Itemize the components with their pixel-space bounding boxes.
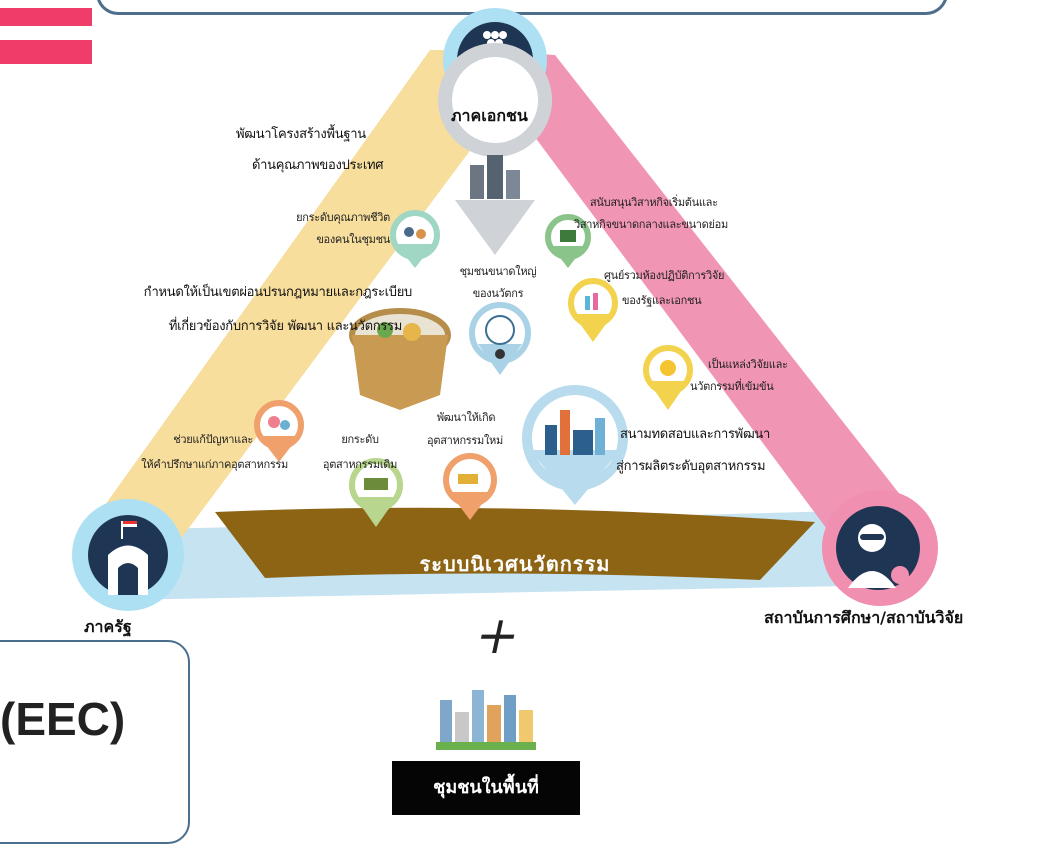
city-pin: [438, 43, 552, 255]
label-sandbox-line2: ที่เกี่ยวข้องกับการวิจัย พัฒนา และนวัตกร…: [168, 319, 402, 334]
label-sandbox-line1: กำหนดให้เป็นเขตผ่อนปรนกฎหมายและกฎระเบียบ: [143, 285, 413, 300]
node-government-label: ภาครัฐ: [84, 617, 132, 636]
eec-label: (EEC): [0, 693, 126, 745]
node-left-circle: [72, 499, 184, 611]
label-consult-line1: ช่วยแก้ปัญหาและ: [173, 433, 253, 446]
label-upgrade-line1: ยกระดับ: [341, 433, 379, 446]
label-research-line2: นวัตกรรมที่เข้มข้น: [690, 380, 774, 393]
label-infra-line2: ด้านคุณภาพของประเทศ: [252, 158, 384, 173]
label-upgrade-line2: อุตสาหกรรมเดิม: [322, 458, 398, 471]
label-big-community-line2: ของนวัตกร: [472, 287, 524, 300]
label-sme-line1: สนับสนุนวิสาหกิจเริ่มต้นและ: [590, 196, 718, 209]
pin-quality-of-life: [390, 210, 440, 268]
label-testbed-line1: สนามทดสอบและการพัฒนา: [620, 427, 770, 442]
label-lab-line2: ของรัฐและเอกชน: [622, 294, 702, 307]
community-skyline: [436, 690, 536, 750]
label-big-community-line1: ชุมชนขนาดใหญ่: [459, 265, 537, 278]
pin-research-source: [643, 345, 693, 410]
label-sme-line2: วิสาหกิจขนาดกลางและขนาดย่อม: [574, 218, 728, 231]
eec-box: [0, 640, 190, 844]
node-right-circle: [822, 490, 938, 606]
node-private-sector-label: ภาคเอกชน: [451, 106, 528, 125]
accent-mark: [0, 8, 92, 64]
label-testbed-line2: สู่การผลิตระดับอุตสาหกรรม: [616, 459, 766, 474]
community-band: [392, 761, 580, 815]
label-research-line1: เป็นแหล่งวิจัยและ: [708, 358, 788, 371]
label-qol-line1: ยกระดับคุณภาพชีวิต: [296, 211, 390, 224]
sandbox-pin: [349, 308, 451, 410]
pin-big-community: [469, 302, 531, 375]
pin-upgrade-industry: [349, 458, 403, 527]
pin-new-industry: [443, 453, 497, 520]
banner-arc: [215, 507, 815, 580]
left-arm: [80, 50, 545, 560]
label-lab-line1: ศูนย์รวมห้องปฏิบัติการวิจัย: [604, 269, 725, 282]
testbed-pin: [522, 385, 628, 505]
label-qol-line2: ของคนในชุมชน: [316, 233, 390, 246]
pin-sme: [545, 214, 591, 268]
pin-lab-center: [568, 278, 618, 342]
triangle-diagram: [72, 8, 938, 750]
pin-consult: [254, 400, 304, 462]
label-new-industry-line1: พัฒนาให้เกิด: [436, 411, 496, 424]
label-consult-line2: ให้คำปรึกษาแก่ภาคอุตสาหกรรม: [141, 458, 288, 471]
node-academia-label: สถาบันการศึกษา/สถาบันวิจัย: [764, 608, 964, 627]
banner-label: ระบบนิเวศนวัตกรรม: [419, 552, 611, 576]
label-infra-line1: พัฒนาโครงสร้างพื้นฐาน: [236, 127, 366, 142]
community-label: ชุมชนในพื้นที่: [433, 777, 539, 798]
label-new-industry-line2: อุตสาหกรรมใหม่: [427, 434, 503, 447]
right-arm: [470, 50, 920, 560]
